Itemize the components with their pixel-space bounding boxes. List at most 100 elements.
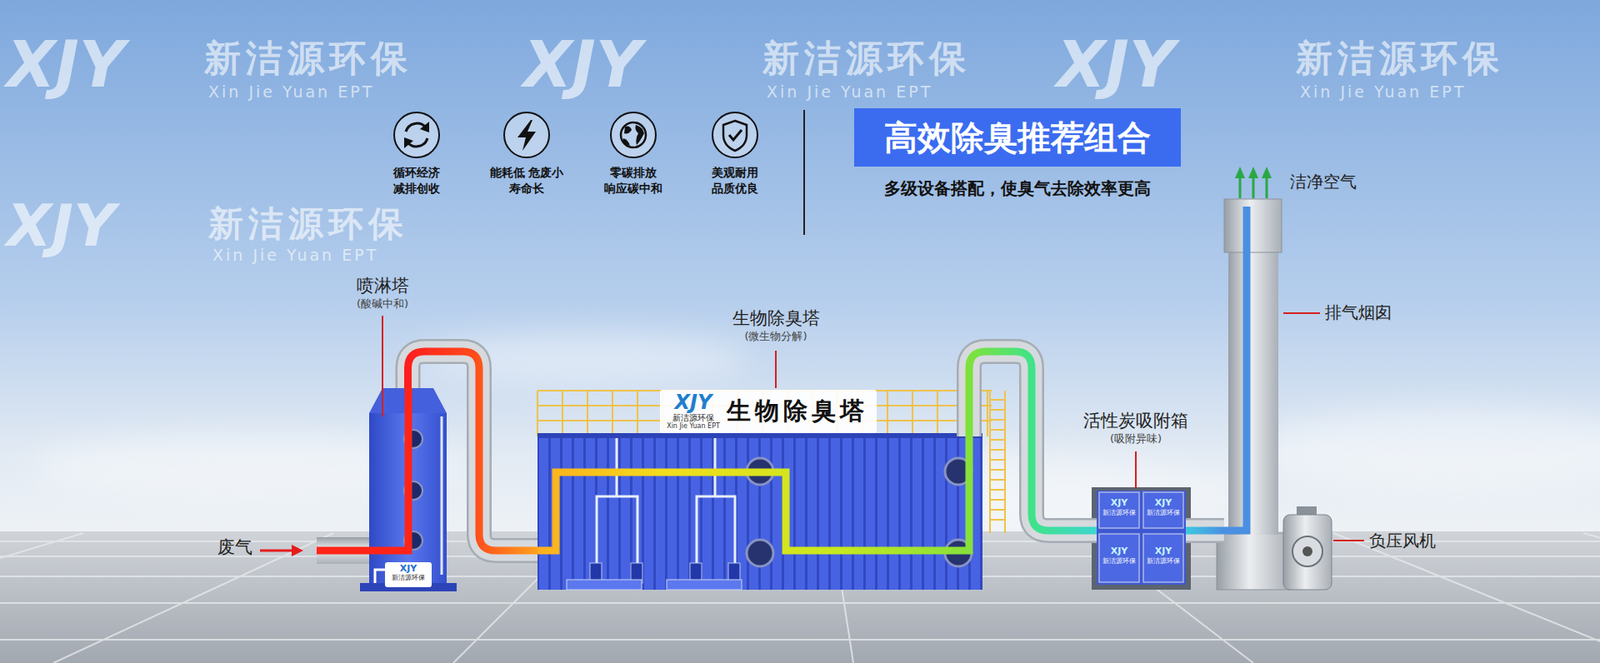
leader-line [381,315,384,417]
logo-mark: XJY [1110,546,1129,556]
fan [1292,536,1323,567]
title-banner: 高效除臭推荐组合 [854,108,1181,167]
feature-icon [712,112,758,158]
equipment-node: 负压风机 [1283,506,1334,590]
watermark: XJY [6,196,116,255]
feature-icon [420,121,430,133]
fan [1302,546,1313,557]
watermark: Xin Jie Yuan EPT [208,83,375,101]
feature-icon [624,126,632,135]
pipe-casing [1185,520,1225,542]
logo-mark: XJY [1155,498,1173,508]
carbon-box [1099,492,1140,529]
equipment-node: 活性炭吸附箱(吸附异味) [1096,487,1186,587]
pipe-casing [408,351,539,551]
logo-text: 新洁源环保 [1146,510,1180,518]
bio-flow [537,436,970,551]
feature-caption: 零碳排放 响应碳中和 [600,165,666,197]
flow-label: 洁净空气 [1290,171,1357,192]
sign-plate [660,390,877,434]
equipment-name: 生物除臭塔 [732,308,820,330]
watermark: 新洁源环保 [204,38,413,79]
feature-icon [504,112,550,158]
gas-flow-pipe [1185,527,1225,535]
outlet-arrow [1265,176,1269,199]
logo-mark: XJY [675,392,713,413]
inlet-arrow [260,550,294,553]
bio-tower-railing [537,390,992,437]
bio-tower [537,433,983,439]
logo-mark: XJY [400,564,418,574]
floor-tiles [0,639,1600,641]
bio-flow [537,436,970,551]
watermark: Xin Jie Yuan EPT [212,246,379,265]
bio-tower [537,436,983,590]
clean-air-flow [1224,206,1247,531]
feature-icon [723,120,747,151]
sign-plate [660,390,877,434]
floor-tiles [1583,533,1600,663]
separator-line [804,110,805,235]
equipment-name: 负压风机 [1369,530,1436,551]
clean-air-flow [1224,206,1247,531]
outlet-arrow [1235,166,1272,199]
carbon-box [1096,490,1186,585]
feature-icon [729,130,742,140]
outlet-arrow [1261,166,1272,179]
logo-mark: XJY [1110,498,1129,508]
waste-gas-flow [316,388,409,551]
feature-icon [620,122,646,148]
bio-tower-ladder [990,400,1005,520]
watermark: 新洁源环保 [1295,38,1505,79]
bio-tower-ladder [990,390,1005,534]
bio-tower [537,433,983,590]
logo-mark: XJY [1155,546,1173,556]
outlet-arrow [1235,166,1245,179]
clouds [1250,408,1600,492]
spray-tower [385,562,432,588]
bio-tower [746,540,774,567]
equipment-note: (酸碱中和) [356,297,409,311]
carbon-box [1099,534,1140,583]
equipment-node: 喷淋塔(酸碱中和) [369,388,447,590]
pipe-casing [969,351,1097,531]
equipment-node: 排气烟囱 [1224,199,1282,590]
watermark: XJY [523,33,642,97]
watermark: 新洁源环保 [208,205,409,244]
fan [1283,515,1332,590]
outlet-arrow [1248,166,1259,179]
feature-icon [635,125,645,145]
pipe-casing [408,351,539,551]
bio-tower-ladder [990,390,1005,534]
subtitle: 多级设备搭配，使臭气去除效率更高 [884,178,1151,199]
bio-tower [596,438,735,584]
bio-tower-railing [537,390,988,437]
leader-line [1333,540,1365,542]
bio-tower [566,580,642,590]
feature-icon [394,112,440,158]
outlet-arrow [1239,176,1242,199]
feature-icon [504,112,550,158]
inlet-arrow [260,545,304,557]
chimney [1216,199,1290,590]
feature-icon [394,112,440,158]
tower-sign: 生物除臭塔 [726,398,869,425]
logo-text: 新洁源环保 [1102,558,1136,566]
watermark: Xin Jie Yuan EPT [766,83,933,101]
fan [1283,506,1332,590]
feature-icon [712,112,758,158]
leader-line [775,350,777,389]
logo-text: 新洁源环保 [1146,558,1180,566]
logo-text: 新洁源环保 [1102,510,1136,518]
carbon-box [1143,492,1184,529]
pipe-casing [969,351,1097,531]
watermark: Xin Jie Yuan EPT [1300,83,1466,101]
chimney [1216,533,1290,590]
waste-gas-flow [316,388,409,551]
pipe-casing [1185,518,1225,544]
floor-tiles [0,602,1600,605]
logo-text: 新洁源环保 [672,414,715,423]
feature-icon [517,120,536,151]
feature-icon [404,137,414,149]
